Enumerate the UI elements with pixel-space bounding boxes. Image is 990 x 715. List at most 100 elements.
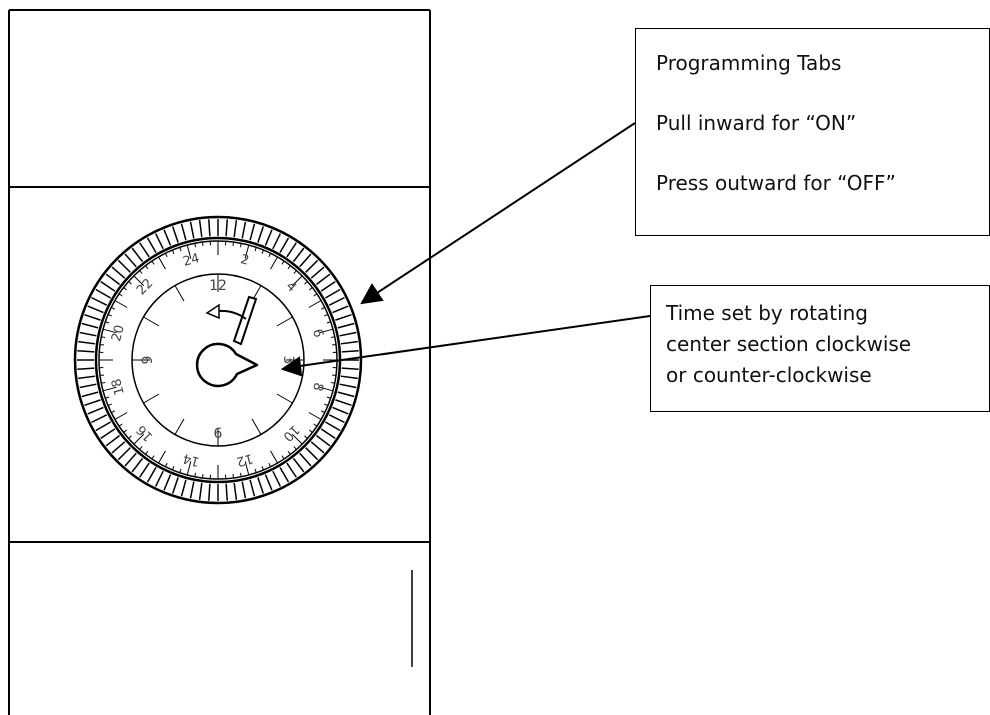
programming-tab[interactable] — [310, 441, 325, 454]
pointer-knob[interactable] — [195, 342, 259, 388]
programming-tab[interactable] — [189, 481, 195, 499]
programming-tab[interactable] — [87, 406, 104, 415]
programming-tab[interactable] — [198, 220, 203, 238]
programming-tab[interactable] — [91, 414, 108, 424]
programming-tab[interactable] — [91, 296, 108, 306]
center-label: 3 — [280, 356, 296, 365]
programming-tab[interactable] — [139, 462, 150, 478]
programming-tab[interactable] — [292, 247, 305, 263]
programming-tab[interactable] — [100, 281, 116, 292]
programming-tab[interactable] — [84, 313, 101, 321]
programming-tab[interactable] — [189, 221, 195, 239]
programming-tab[interactable] — [225, 219, 228, 237]
programming-tab[interactable] — [299, 452, 312, 467]
programming-tab[interactable] — [139, 242, 150, 258]
programming-tab[interactable] — [233, 220, 238, 238]
programming-tab[interactable] — [124, 452, 137, 467]
programming-tab[interactable] — [225, 483, 228, 501]
programming-tab[interactable] — [332, 305, 349, 314]
programming-tab[interactable] — [163, 229, 172, 246]
programming-tab[interactable] — [341, 350, 359, 353]
programming-tab[interactable] — [332, 406, 349, 415]
programming-tab[interactable] — [241, 481, 247, 499]
programming-tab[interactable] — [233, 482, 238, 500]
programming-tab[interactable] — [198, 482, 203, 500]
programming-tab[interactable] — [163, 474, 172, 491]
programming-tab[interactable] — [78, 375, 96, 380]
center-tick — [143, 393, 160, 404]
programming-tab[interactable] — [78, 340, 96, 345]
scale-tick — [139, 270, 143, 274]
programming-tab[interactable] — [286, 242, 297, 258]
scale-tick — [268, 462, 272, 467]
programming-tab[interactable] — [105, 273, 121, 286]
programming-tab[interactable] — [208, 483, 211, 501]
programming-tab[interactable] — [279, 237, 290, 253]
programming-tab[interactable] — [320, 281, 336, 292]
programming-tab[interactable] — [79, 383, 97, 389]
programming-tab[interactable] — [117, 259, 131, 273]
programming-tab[interactable] — [77, 350, 95, 353]
programming-tab[interactable] — [340, 340, 358, 345]
programming-tab[interactable] — [77, 367, 95, 370]
programming-tab[interactable] — [299, 253, 312, 268]
programming-tab[interactable] — [124, 253, 137, 268]
programming-tab[interactable] — [111, 266, 126, 279]
programming-tab[interactable] — [131, 457, 144, 473]
programming-tab[interactable] — [339, 383, 357, 389]
programming-tab[interactable] — [257, 226, 265, 243]
programming-tab[interactable] — [95, 288, 111, 299]
programming-tab[interactable] — [171, 477, 179, 494]
programming-tab[interactable] — [81, 322, 99, 329]
programming-tab[interactable] — [257, 477, 265, 494]
programming-tab[interactable] — [79, 331, 97, 337]
programming-tab[interactable] — [335, 399, 352, 407]
programming-tab[interactable] — [241, 221, 247, 239]
programming-tab[interactable] — [328, 414, 345, 424]
programming-tab[interactable] — [264, 229, 273, 246]
programming-tab[interactable] — [315, 434, 331, 447]
programming-tab[interactable] — [180, 223, 187, 241]
programming-tab[interactable] — [337, 322, 355, 329]
programming-tab[interactable] — [339, 331, 357, 337]
programming-tab[interactable] — [111, 441, 126, 454]
scale-tick — [254, 247, 257, 252]
programming-tab[interactable] — [310, 266, 325, 279]
programming-tab[interactable] — [292, 457, 305, 473]
programming-tab[interactable] — [320, 428, 336, 439]
programming-tab[interactable] — [87, 305, 104, 314]
programming-tab[interactable] — [100, 428, 116, 439]
scale-tick — [186, 461, 192, 476]
programming-tab[interactable] — [337, 391, 355, 398]
programming-tab[interactable] — [272, 233, 282, 250]
programming-tab[interactable] — [340, 375, 358, 380]
scale-tick — [105, 321, 110, 324]
programming-tab[interactable] — [105, 434, 121, 447]
programming-tab[interactable] — [286, 462, 297, 478]
programming-tab[interactable] — [325, 421, 341, 432]
programming-tab[interactable] — [341, 367, 359, 370]
programming-tab[interactable] — [264, 474, 273, 491]
programming-tab[interactable] — [279, 467, 290, 483]
programming-tab[interactable] — [131, 247, 144, 263]
programming-tab[interactable] — [249, 479, 256, 497]
programming-tab[interactable] — [305, 259, 319, 273]
programming-tab[interactable] — [305, 447, 319, 461]
programming-tab[interactable] — [208, 219, 211, 237]
programming-tab[interactable] — [81, 391, 99, 398]
programming-tab[interactable] — [171, 226, 179, 243]
programming-tab[interactable] — [315, 273, 331, 286]
programming-tab[interactable] — [335, 313, 352, 321]
programming-tab[interactable] — [154, 470, 164, 487]
programming-tab[interactable] — [117, 447, 131, 461]
programming-tab[interactable] — [84, 399, 101, 407]
programming-tab[interactable] — [249, 223, 256, 241]
programming-tab[interactable] — [328, 296, 345, 306]
programming-tab[interactable] — [180, 479, 187, 497]
programming-tab[interactable] — [146, 237, 157, 253]
programming-tab[interactable] — [146, 467, 157, 483]
programming-tab[interactable] — [272, 470, 282, 487]
programming-tab[interactable] — [154, 233, 164, 250]
programming-tab[interactable] — [95, 421, 111, 432]
programming-tab[interactable] — [325, 288, 341, 299]
